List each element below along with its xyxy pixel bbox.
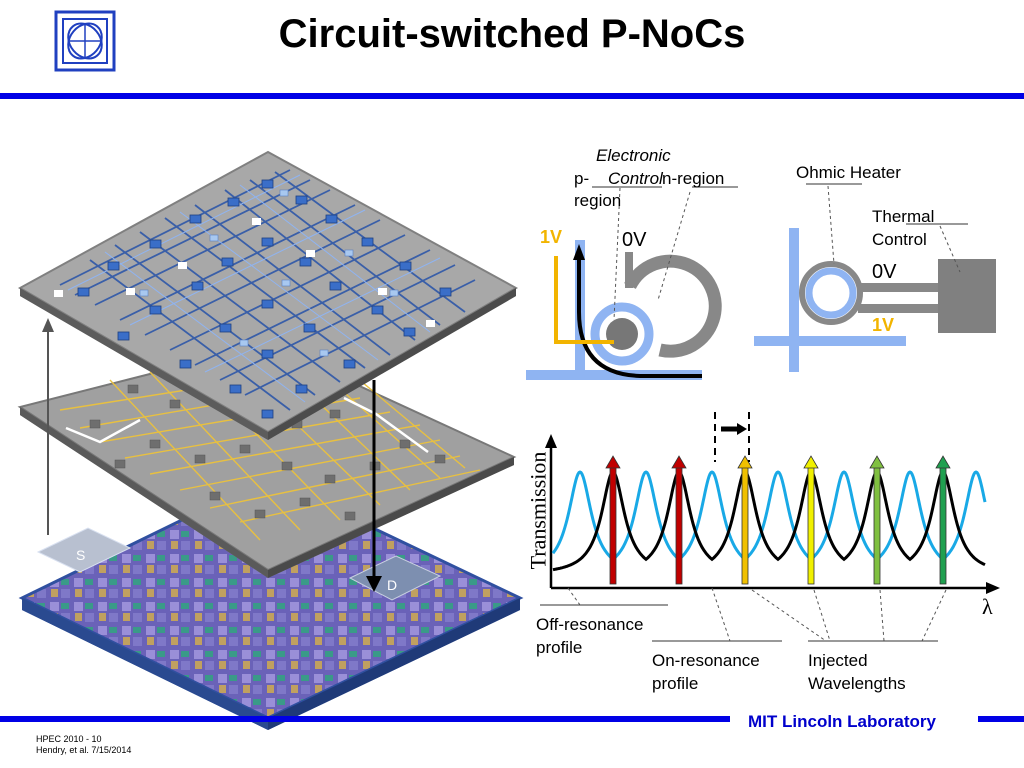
photonic-network-layer: [17, 150, 519, 440]
p-region-label-line2: region: [574, 191, 622, 210]
injected-wavelength-arrowhead-4: [803, 455, 819, 469]
on-resonance-label-line2: profile: [652, 674, 699, 693]
injected-wavelength-arrowhead-1: [605, 455, 621, 469]
electronic-control-title-line2: Control: [608, 169, 663, 188]
thermal-control-title-line1: Thermal: [872, 207, 935, 226]
injected-wavelength-1: [609, 465, 617, 585]
off-resonance-curve: [551, 470, 987, 562]
electronic-control-title-line1: Electronic: [596, 146, 671, 165]
footer-note-line2: Hendry, et al. 7/15/2014: [36, 745, 132, 755]
injected-wavelength-3: [741, 465, 749, 585]
electronic-die-layer: [18, 476, 524, 730]
footer-brand: MIT Lincoln Laboratory: [748, 712, 936, 731]
injected-wavelengths-label-line1: Injected: [808, 651, 868, 670]
injected-wavelength-arrowhead-2: [671, 455, 687, 469]
injected-wavelength-arrowhead-5: [869, 455, 885, 469]
x-axis-label: λ: [982, 594, 993, 619]
n-region-label: n-region: [662, 169, 725, 188]
lincoln-logo: [54, 10, 116, 72]
on-resonance-label-line1: On-resonance: [652, 651, 760, 670]
injected-wavelength-6: [939, 465, 947, 585]
source-label: S: [76, 547, 85, 563]
off-resonance-label-line2: profile: [536, 638, 583, 657]
injected-wavelength-2: [675, 465, 683, 585]
electronic-voltage-high: 1V: [540, 227, 563, 247]
injected-wavelengths-label-line2: Wavelengths: [808, 674, 906, 693]
thermal-control-title-line2: Control: [872, 230, 927, 249]
footer-rule-left: [0, 716, 730, 722]
ohmic-heater-label: Ohmic Heater: [796, 163, 901, 182]
electronic-voltage-low: 0V: [622, 229, 647, 251]
injected-wavelength-arrowhead-6: [935, 455, 951, 469]
thermal-voltage-low: 0V: [872, 261, 897, 283]
title-divider: [0, 93, 1024, 99]
off-resonance-line: [551, 470, 987, 562]
on-resonance-line: [552, 470, 986, 572]
on-resonance-curve: [552, 470, 986, 572]
control-network-layer: [17, 342, 517, 578]
slide-title: Circuit-switched P-NoCs: [278, 12, 746, 56]
footer-rule-right: [978, 716, 1024, 722]
y-axis-label: Transmission: [525, 451, 551, 570]
thermal-voltage-high: 1V: [872, 315, 895, 335]
injected-wavelength-4: [807, 465, 815, 585]
footer-note-line1: HPEC 2010 - 10: [36, 734, 102, 744]
off-resonance-label-line1: Off-resonance: [536, 615, 644, 634]
p-region-label-line1: p-: [574, 169, 590, 188]
dest-label: D: [387, 577, 397, 593]
injected-wavelength-5: [873, 465, 881, 585]
